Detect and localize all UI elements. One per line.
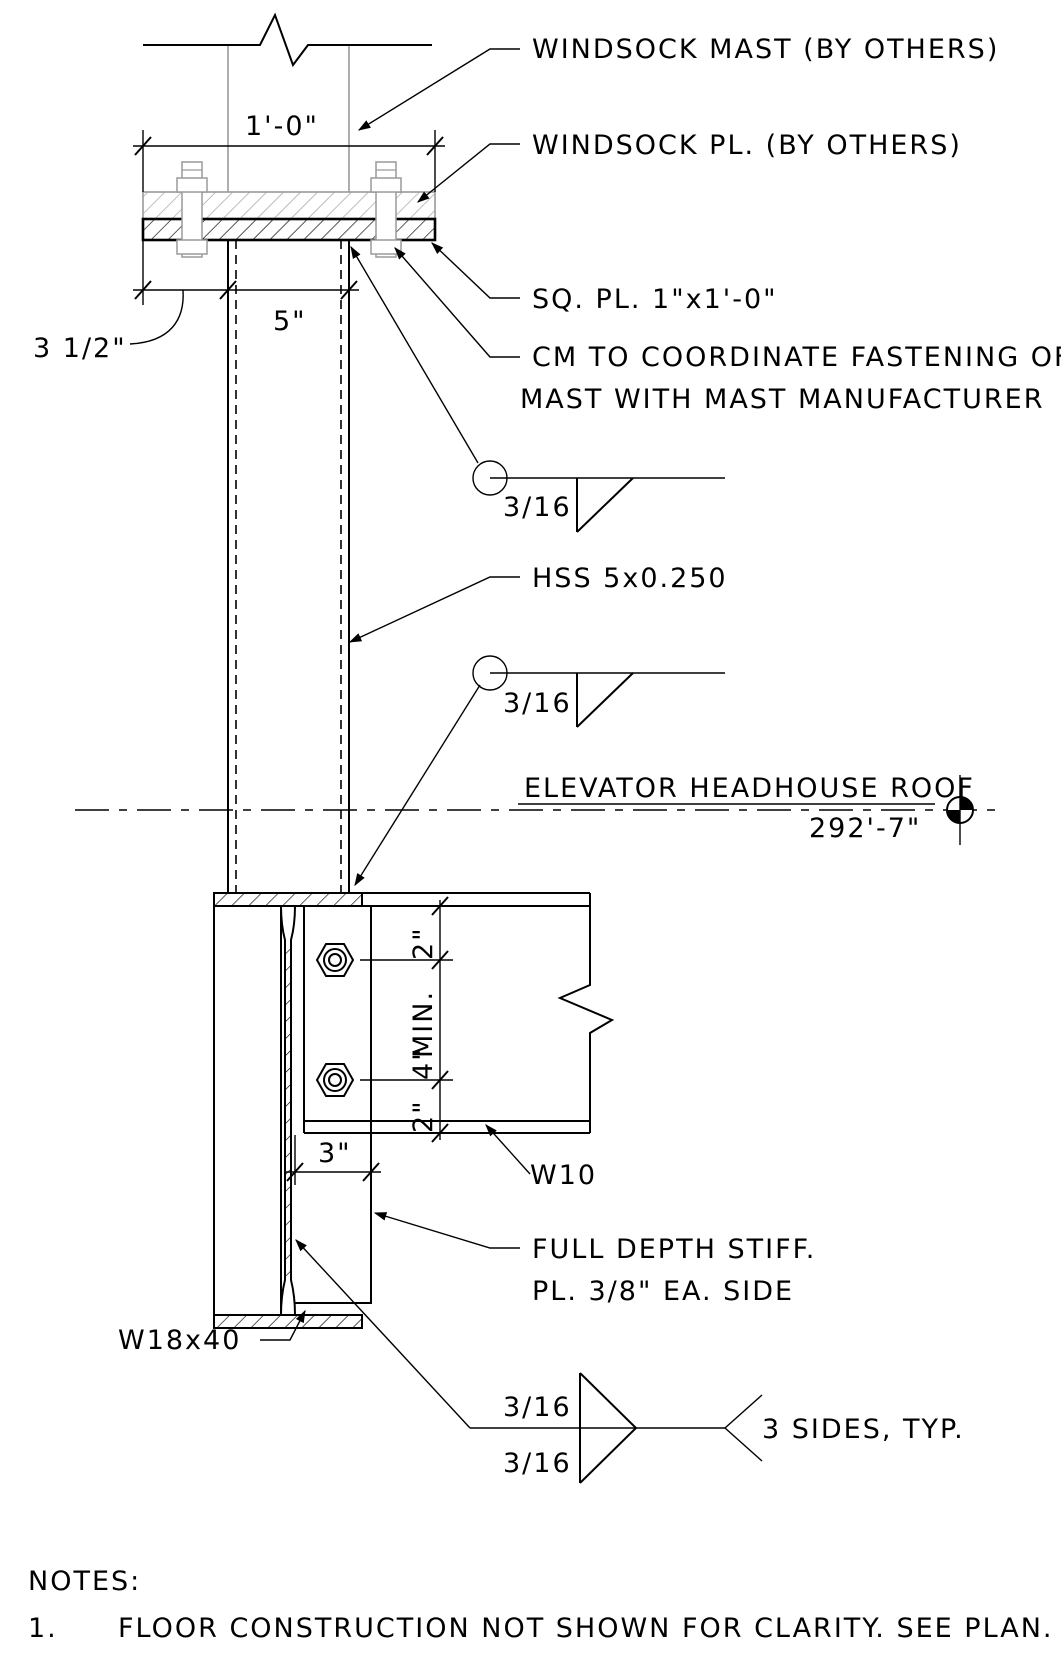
hss-callout: HSS 5x0.250 [532, 563, 728, 594]
windsock-plate-callout: WINDSOCK PL. (BY OTHERS) [532, 130, 962, 161]
hss-width-label: 5" [273, 306, 307, 337]
plate-width-label: 1'-0" [245, 111, 319, 142]
square-base-plate [141, 217, 437, 242]
stiffener-callout-line2: PL. 3/8" EA. SIDE [532, 1276, 794, 1307]
w10-callout: W10 [530, 1160, 597, 1191]
stiffener-width-label: 3" [318, 1138, 352, 1169]
bolt-spacing-dimension [360, 896, 453, 1143]
weld-lower-bottom-label: 3/16 [503, 1448, 572, 1479]
anchor-bolt-right [370, 161, 402, 258]
bolt-spacing-label: 4" [408, 1046, 439, 1080]
beam-bolt-bottom [315, 1063, 355, 1097]
weld-symbol-middle [354, 655, 725, 887]
hss-column [227, 240, 350, 893]
note-number: 1. [28, 1613, 58, 1644]
beam-bolt-top [315, 943, 355, 977]
w18-callout: W18x40 [118, 1325, 241, 1356]
weld-middle-label: 3/16 [503, 688, 572, 719]
weld-symbol-upper [350, 245, 725, 533]
stiffener-callout-line1: FULL DEPTH STIFF. [532, 1234, 816, 1265]
note-text: FLOOR CONSTRUCTION NOT SHOWN FOR CLARITY… [118, 1613, 1054, 1644]
elevation-value: 292'-7" [809, 813, 921, 844]
cm-callout-line2: MAST WITH MAST MANUFACTURER [520, 384, 1044, 415]
bolt-edge-top-label: 2" [408, 926, 439, 960]
weld-upper-label: 3/16 [503, 492, 572, 523]
elevation-label: ELEVATOR HEADHOUSE ROOF [524, 773, 975, 804]
weld-symbol-lower [295, 1239, 763, 1484]
stiffener-width-dimension [285, 1135, 381, 1185]
square-plate-callout: SQ. PL. 1"x1'-0" [532, 284, 778, 315]
bolt-edge-bottom-label: 2" [408, 1099, 439, 1133]
anchor-bolt-left [176, 161, 208, 258]
w10-beam [303, 892, 615, 1134]
weld-lower-top-label: 3/16 [503, 1392, 572, 1423]
callout-leaders [260, 48, 531, 1341]
elevation-target-symbol [946, 775, 974, 845]
three-sides-callout: 3 SIDES, TYP. [762, 1414, 965, 1445]
cm-callout-line1: CM TO COORDINATE FASTENING OF [532, 342, 1061, 373]
min-label: MIN. [408, 990, 439, 1058]
offset-label: 3 1/2" [33, 333, 127, 364]
windsock-mast [143, 12, 432, 192]
plate-width-dimension [133, 130, 445, 192]
w18-beam-section [213, 892, 372, 1329]
mast-callout: WINDSOCK MAST (BY OTHERS) [532, 34, 999, 65]
notes-heading: NOTES: [28, 1566, 141, 1597]
hss-offset-dimension [129, 240, 359, 345]
